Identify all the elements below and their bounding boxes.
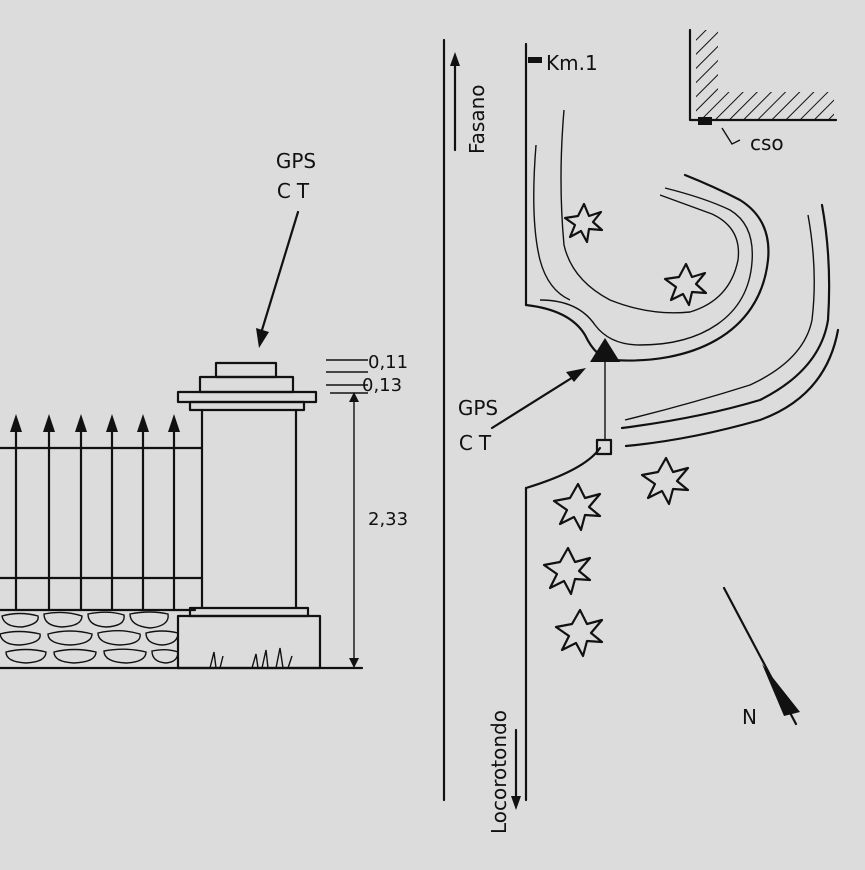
dimension-lines xyxy=(326,359,368,668)
pillar-gps-label: GPS xyxy=(276,149,316,173)
grass-tufts xyxy=(209,647,293,669)
fence xyxy=(0,414,204,612)
pillar-ct-label: CT xyxy=(277,179,315,203)
plan-ct-label: CT xyxy=(459,431,497,455)
road-locorotondo-label: Locorotondo xyxy=(487,710,511,834)
shrub-icons xyxy=(542,202,708,658)
dimension-top: 0,11 xyxy=(368,352,408,373)
shrub-icon xyxy=(640,456,690,506)
south-curb xyxy=(524,446,602,490)
shrub-icon xyxy=(554,608,604,658)
north-label: N xyxy=(742,705,757,729)
stone-wall xyxy=(0,608,197,670)
arrow-north-head xyxy=(450,52,460,66)
dimension-height: 2,33 xyxy=(368,509,408,530)
gps-triangle-marker xyxy=(590,338,620,362)
plan-leader-line xyxy=(490,372,580,430)
shrub-icon xyxy=(542,546,592,596)
plan-gps-label: GPS xyxy=(458,396,498,420)
pillar-leader-line xyxy=(260,210,300,332)
km-post xyxy=(528,57,542,63)
shrub-icon xyxy=(663,262,708,307)
plan-view: Fasano Locorotondo Km.1 cso xyxy=(442,28,840,834)
north-arrow-icon xyxy=(722,586,800,726)
corner-cso-label: cso xyxy=(750,131,784,155)
pillar xyxy=(176,361,364,670)
shrub-icon xyxy=(563,202,604,244)
dimension-step: 0,13 xyxy=(362,375,402,396)
reference-square xyxy=(595,438,613,456)
shrub-icon xyxy=(552,482,602,532)
road-fasano-label: Fasano xyxy=(465,84,489,154)
elevation-view: GPS CT 0,11 0,13 2,33 xyxy=(0,149,408,670)
fence-spears xyxy=(10,414,180,612)
km-label: Km.1 xyxy=(546,51,598,75)
corner-building xyxy=(688,28,838,145)
pillar-leader-arrow xyxy=(256,328,269,348)
side-road-lower xyxy=(620,203,840,448)
side-road-upper xyxy=(524,109,770,362)
plan-leader-arrow xyxy=(566,368,586,382)
arrow-south-head xyxy=(511,796,521,810)
